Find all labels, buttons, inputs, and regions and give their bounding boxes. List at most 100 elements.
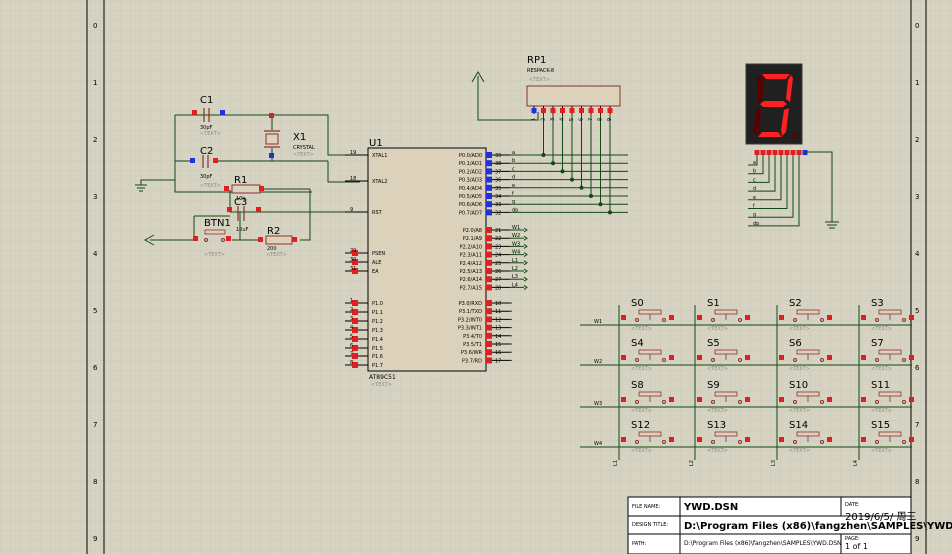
c2-ref: C2 xyxy=(200,146,213,157)
seven-segment-display[interactable] xyxy=(745,63,808,155)
p3-wires xyxy=(510,302,512,361)
switch-text-placeholder: <TEXT> xyxy=(707,408,728,414)
mcu-pin-num: 26 xyxy=(495,269,501,275)
keypad-switch-s7[interactable]: S7<TEXT> xyxy=(861,338,914,372)
keypad-switch-s8[interactable]: S8<TEXT> xyxy=(621,380,674,414)
mcu-pin-num: 6 xyxy=(350,343,353,349)
net-label: g xyxy=(512,199,515,205)
keypad-switch-s2[interactable]: S2<TEXT> xyxy=(779,298,832,332)
crystal-x1[interactable]: X1 CRYSTAL <TEXT> xyxy=(264,113,315,158)
keypad-switch-s14[interactable]: S14<TEXT> xyxy=(779,420,832,454)
net-label: dp xyxy=(512,207,518,213)
mcu-pin-name: XTAL1 xyxy=(372,153,387,159)
rp1-value: RESPACK-8 xyxy=(527,68,554,74)
svg-text:<TEXT>: <TEXT> xyxy=(204,252,225,258)
resistor-r1[interactable]: R1 10k xyxy=(224,175,264,202)
mcu-pin-num: 16 xyxy=(495,350,501,356)
switch-label: S0 xyxy=(631,298,644,309)
row-marker-left: 1 xyxy=(93,79,97,87)
switch-label: S8 xyxy=(631,380,644,391)
keypad-switch-s11[interactable]: S11<TEXT> xyxy=(861,380,914,414)
rp1-pin-num: 6 xyxy=(579,118,585,121)
keypad-switch-s0[interactable]: S0<TEXT> xyxy=(621,298,674,332)
row-marker-right: 7 xyxy=(915,421,919,429)
keypad-switch-s9[interactable]: S9<TEXT> xyxy=(697,380,750,414)
capacitor-c1[interactable]: C1 30pF <TEXT> xyxy=(192,95,225,137)
keypad-switch-s15[interactable]: S15<TEXT> xyxy=(861,420,914,454)
keypad-switch-s13[interactable]: S13<TEXT> xyxy=(697,420,750,454)
keypad-switch-s1[interactable]: S1<TEXT> xyxy=(697,298,750,332)
rp1-ref: RP1 xyxy=(527,55,546,66)
keypad-switch-s4[interactable]: S4<TEXT> xyxy=(621,338,674,372)
mcu-pin-name: P3.1/TXD xyxy=(459,309,482,315)
row-marker-left: 2 xyxy=(93,136,97,144)
c1-ref: C1 xyxy=(200,95,213,106)
resistor-r2[interactable]: R2 200 <TEXT> xyxy=(258,226,297,258)
switch-label: S4 xyxy=(631,338,644,349)
capacitor-c3[interactable]: C3 10uF xyxy=(227,197,261,233)
mcu-pin-num: 34 xyxy=(495,194,501,200)
keypad-switch-s5[interactable]: S5<TEXT> xyxy=(697,338,750,372)
row-marker-right: 5 xyxy=(915,307,919,315)
keypad-switch-s6[interactable]: S6<TEXT> xyxy=(779,338,832,372)
r1-value: 10k xyxy=(236,196,245,202)
display-net-label: d xyxy=(753,186,756,192)
net-label: W4 xyxy=(512,250,520,256)
segment-f xyxy=(757,75,764,103)
capacitor-c2[interactable]: C2 30pF <TEXT> xyxy=(190,146,221,189)
mcu-pin-name: P3.5/T1 xyxy=(463,342,482,348)
keypad-switch-s10[interactable]: S10<TEXT> xyxy=(779,380,832,414)
segment-b xyxy=(786,75,793,102)
switch-label: S5 xyxy=(707,338,720,349)
button-btn1[interactable]: BTN1 <TEXT> xyxy=(193,218,231,258)
switch-label: S15 xyxy=(871,420,890,431)
keypad-switch-s3[interactable]: S3<TEXT> xyxy=(861,298,914,332)
switch-text-placeholder: <TEXT> xyxy=(789,448,810,454)
mcu-pin-num: 35 xyxy=(495,186,501,192)
date-label: DATE: xyxy=(845,502,860,508)
mcu-pin-name: P0.4/AD4 xyxy=(459,186,482,192)
keypad-switch-s12[interactable]: S12<TEXT> xyxy=(621,420,674,454)
